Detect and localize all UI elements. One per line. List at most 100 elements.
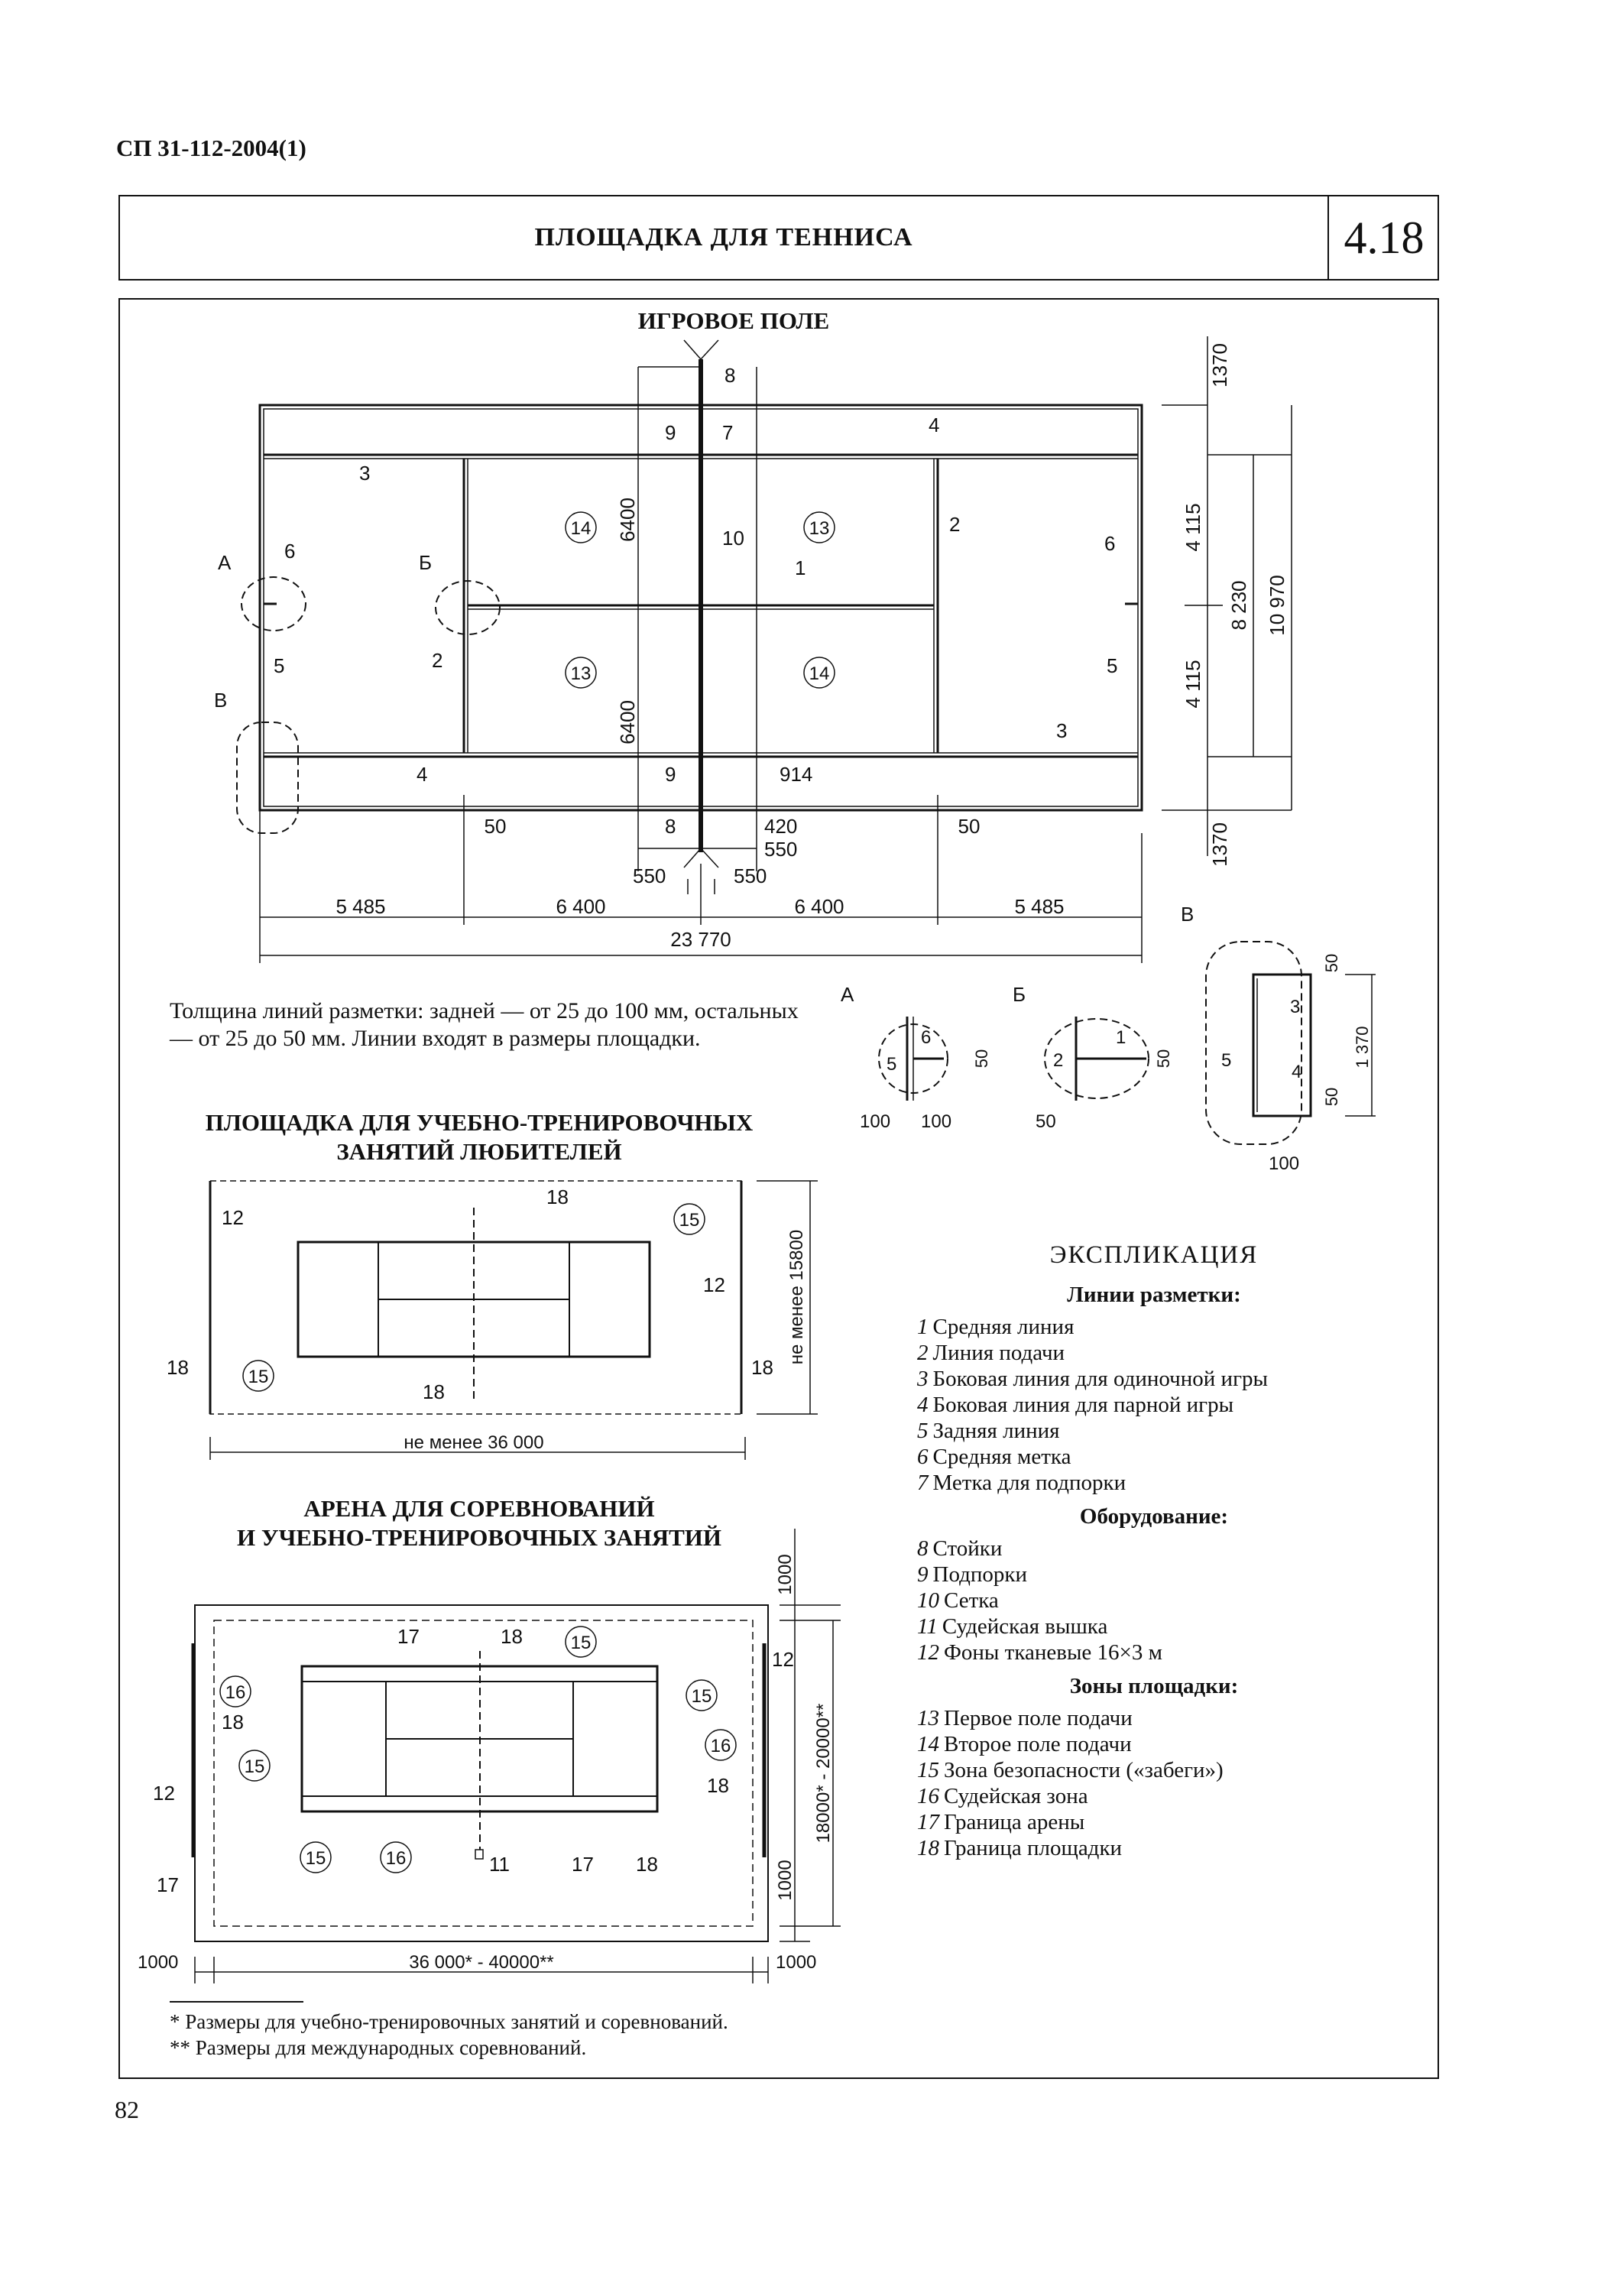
- dim-50-left: 50: [485, 815, 507, 838]
- dim-top-1: 5 485: [335, 895, 385, 918]
- amateur-court-figure: не менее 36 000 не менее 15800 12 18 15 …: [167, 1180, 818, 1460]
- dim-420: 420: [764, 815, 797, 838]
- detail-b-dim-50-b: 50: [1036, 1111, 1056, 1132]
- arena-callout-17-left: 17: [157, 1873, 179, 1896]
- arena-callout-17-top: 17: [397, 1625, 420, 1648]
- dim-914: 914: [780, 763, 812, 786]
- detail-v-dim-100: 100: [1269, 1153, 1299, 1174]
- arena-dim-margin-top: 1000: [775, 1554, 796, 1594]
- arena-callout-11: 11: [489, 1853, 510, 1876]
- detail-views: А 5 6 50 100 100 Б 2 1 50 50 В 3 5 4 50 …: [841, 903, 1376, 1174]
- detail-v-dim-50-bottom: 50: [1322, 1088, 1341, 1106]
- callout-4-top: 4: [929, 414, 939, 436]
- arena-callout-12-left: 12: [153, 1782, 175, 1805]
- callout-5-left: 5: [274, 654, 284, 677]
- footnotes: * Размеры для учебно-тренировочных занят…: [170, 2009, 728, 2061]
- page-number: 82: [115, 2096, 139, 2123]
- arena-callout-18-bottom: 18: [636, 1853, 658, 1876]
- detail-v-dim-1370: 1 370: [1353, 1026, 1372, 1068]
- arena-zone-16-bottom: 16: [386, 1848, 407, 1869]
- detail-marker-b: [435, 580, 501, 635]
- arena-dim-margin-left: 1000: [138, 1952, 178, 1973]
- arena-callout-17-bottom: 17: [572, 1853, 594, 1876]
- dim-total: 23 770: [670, 928, 731, 951]
- dim-550-c: 550: [734, 864, 767, 887]
- zone-13-bottom: 13: [571, 663, 592, 684]
- view-label-v: В: [214, 689, 227, 712]
- group-heading-lines: Линии разметки:: [1067, 1283, 1241, 1307]
- group-heading-equipment: Оборудование:: [1079, 1504, 1229, 1529]
- amateur-title-line2: ЗАНЯТИЙ ЛЮБИТЕЛЕЙ: [336, 1138, 622, 1165]
- arena-callout-12-right: 12: [772, 1648, 794, 1671]
- callout-6-right: 6: [1104, 532, 1115, 555]
- dim-right-1370-bottom: 1370: [1208, 822, 1231, 867]
- detail-v-item-5: 5: [1221, 1050, 1231, 1071]
- callout-2-right: 2: [949, 513, 960, 536]
- zone-14-top: 14: [571, 518, 592, 539]
- callout-9-top: 9: [665, 421, 676, 444]
- sheet-header: ПЛОЩАДКА ДЛЯ ТЕННИСА 4.18: [118, 195, 1439, 281]
- dim-right-4115-top: 4 115: [1182, 503, 1204, 551]
- arena-zone-16-left: 16: [225, 1682, 246, 1703]
- detail-marker-a: [241, 576, 306, 631]
- arena-callout-18-right: 18: [707, 1774, 729, 1797]
- footnote-rule: [170, 2001, 303, 2003]
- arena-dim-height: 18000* - 20000**: [813, 1704, 834, 1844]
- amateur-callout-12-right: 12: [703, 1273, 725, 1296]
- amateur-zone-15-top: 15: [679, 1210, 700, 1231]
- arena-zone-15-left: 15: [245, 1756, 265, 1777]
- callout-7: 7: [722, 421, 733, 444]
- callout-10: 10: [722, 527, 744, 550]
- document-code: СП 31-112-2004(1): [116, 135, 306, 161]
- amateur-callout-12-left: 12: [222, 1206, 244, 1229]
- detail-a-item-5: 5: [887, 1054, 896, 1075]
- dim-top-4: 5 485: [1014, 895, 1064, 918]
- detail-v-dim-50-top: 50: [1322, 954, 1341, 972]
- explication-title: ЭКСПЛИКАЦИЯ: [1049, 1241, 1259, 1269]
- detail-a-dim-100-right: 100: [921, 1111, 951, 1132]
- dim-6400-lower: 6400: [616, 700, 639, 744]
- amateur-title-line1: ПЛОЩАДКА ДЛЯ УЧЕБНО-ТРЕНИРОВОЧНЫХ: [205, 1109, 754, 1136]
- arena-callout-18-left: 18: [222, 1711, 244, 1734]
- footnote-2: ** Размеры для международных соревновани…: [170, 2036, 587, 2059]
- footnote-1: * Размеры для учебно-тренировочных занят…: [170, 2010, 728, 2033]
- arena-dim-margin-bottom: 1000: [775, 1860, 796, 1900]
- sheet-title: ПЛОЩАДКА ДЛЯ ТЕННИСА: [534, 223, 913, 251]
- detail-b-item-1: 1: [1116, 1027, 1126, 1048]
- detail-b-label: Б: [1013, 983, 1026, 1006]
- playing-field-figure: ИГРОВОЕ ПОЛЕ: [214, 307, 1292, 963]
- callout-8-top: 8: [724, 364, 735, 387]
- amateur-dim-height: не менее 15800: [786, 1230, 807, 1364]
- zone-13-top: 13: [809, 518, 830, 539]
- arena-zone-15-top: 15: [571, 1633, 592, 1653]
- dim-6400-upper: 6400: [616, 498, 639, 542]
- detail-a-label: А: [841, 983, 854, 1006]
- callout-9-bottom: 9: [665, 763, 676, 786]
- line-thickness-note: Толщина линий разметки: задней — от 25 д…: [170, 998, 799, 1051]
- amateur-callout-18-top: 18: [546, 1185, 569, 1208]
- detail-v-label: В: [1181, 903, 1194, 926]
- detail-v-item-3: 3: [1290, 997, 1300, 1017]
- callout-3-top: 3: [359, 462, 370, 485]
- arena-figure: 36 000* - 40000** 1000 1000 1000 18000* …: [138, 1529, 841, 1983]
- arena-title-line1: АРЕНА ДЛЯ СОРЕВНОВАНИЙ: [303, 1495, 655, 1522]
- detail-v-item-4: 4: [1292, 1062, 1301, 1082]
- callout-8-bottom: 8: [665, 815, 676, 838]
- arena-zone-15-bottom: 15: [306, 1848, 326, 1869]
- arena-dim-width: 36 000* - 40000**: [409, 1952, 554, 1973]
- amateur-callout-18-right: 18: [751, 1356, 773, 1379]
- detail-marker-v: [236, 722, 299, 834]
